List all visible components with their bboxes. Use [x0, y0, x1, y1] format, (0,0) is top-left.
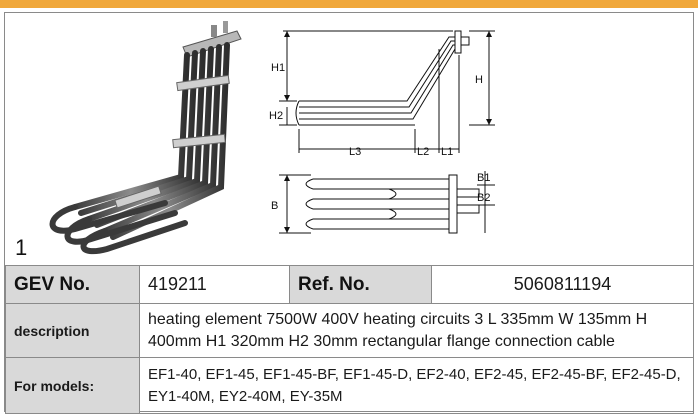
technical-drawing: H1 H2 H L3 L2 L1 B B1 B2	[269, 30, 495, 234]
dim-label-l1: L1	[441, 146, 453, 158]
description-label: description	[5, 303, 140, 358]
gev-number-value: 419211	[139, 265, 290, 304]
dim-label-b2: B2	[477, 192, 490, 204]
spec-row-models: For models: EF1-40, EF1-45, EF1-45-BF, E…	[5, 357, 694, 414]
dim-label-l3: L3	[349, 146, 361, 158]
dim-label-h2: H2	[269, 110, 283, 122]
ref-number-value: 5060811194	[431, 265, 694, 304]
description-value: heating element 7500W 400V heating circu…	[139, 303, 694, 358]
dim-label-b: B	[271, 200, 278, 212]
models-label: For models:	[5, 357, 140, 414]
models-value: EF1-40, EF1-45, EF1-45-BF, EF1-45-D, EF2…	[139, 357, 694, 414]
dim-label-b1: B1	[477, 172, 490, 184]
spec-row-ids: GEV No. 419211 Ref. No. 5060811194	[5, 265, 694, 304]
spec-row-description: description heating element 7500W 400V h…	[5, 303, 694, 358]
ref-number-label: Ref. No.	[289, 265, 432, 304]
spec-table: GEV No. 419211 Ref. No. 5060811194 descr…	[5, 265, 694, 414]
product-card: H1 H2 H L3 L2 L1 B B1 B2 1 GEV No. 41921…	[4, 12, 694, 414]
figure-number: 1	[15, 235, 28, 260]
dim-label-l2: L2	[417, 146, 429, 158]
heating-element-photo	[49, 21, 242, 255]
dim-label-h: H	[475, 74, 483, 86]
product-figure: H1 H2 H L3 L2 L1 B B1 B2 1	[5, 13, 693, 265]
dim-label-h1: H1	[271, 62, 285, 74]
gev-number-label: GEV No.	[5, 265, 140, 304]
top-accent-bar	[0, 0, 698, 8]
